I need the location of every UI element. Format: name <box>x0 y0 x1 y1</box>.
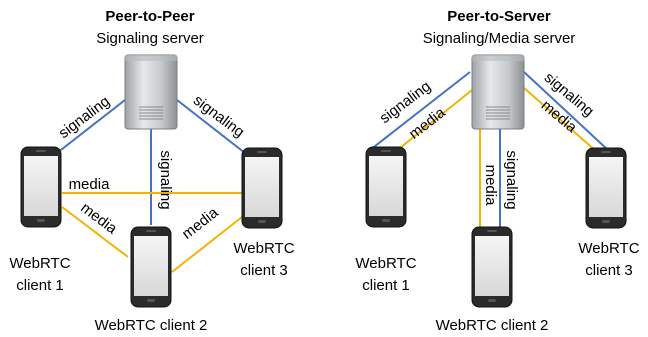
right-client1-phone-icon <box>365 146 407 228</box>
left-signaling-line-client3 <box>176 99 246 154</box>
right-client2-phone-icon <box>471 226 513 308</box>
right-client3-phone-icon <box>585 147 627 229</box>
left-client2-phone-icon <box>130 226 172 308</box>
left-signaling-label-2: signaling <box>157 150 174 209</box>
right-server-icon <box>471 54 525 130</box>
right-title: Peer-to-Server <box>447 8 551 25</box>
right-subtitle: Signaling/Media server <box>423 30 576 47</box>
left-subtitle: Signaling server <box>96 30 204 47</box>
right-signaling-line-client3 <box>523 71 609 151</box>
left-client3-label-line1: WebRTC <box>233 240 294 257</box>
left-client3-phone-icon <box>241 147 283 229</box>
left-client1-label-line1: WebRTC <box>9 255 70 272</box>
right-client1-label-line1: WebRTC <box>355 255 416 272</box>
right-client2-label: WebRTC client 2 <box>436 317 549 334</box>
left-client1-phone-icon <box>20 146 62 228</box>
right-client3-label-line2: client 3 <box>585 262 633 279</box>
right-media-line-client1 <box>394 89 473 153</box>
right-media-label-1: media <box>406 104 449 143</box>
left-signaling-line-client1 <box>56 99 126 154</box>
peer-to-peer-panel: Peer-to-Peer Signaling server signaling … <box>9 8 294 334</box>
left-server-icon <box>124 54 178 130</box>
left-signaling-label-1: signaling <box>56 93 114 142</box>
left-title: Peer-to-Peer <box>105 8 194 25</box>
right-signaling-line-client1 <box>369 71 471 151</box>
left-media-line-1-2 <box>61 206 129 258</box>
right-client1-label-line2: client 1 <box>362 277 410 294</box>
left-client1-label-line2: client 1 <box>16 277 64 294</box>
left-media-label-1-2: media <box>77 199 120 238</box>
left-client3-label-line2: client 3 <box>240 262 288 279</box>
left-media-line-2-3 <box>171 216 243 273</box>
peer-to-server-panel: Peer-to-Server Signaling/Media server si… <box>355 8 639 334</box>
right-media-label-2: media <box>482 165 499 207</box>
right-client3-label-line1: WebRTC <box>578 240 639 257</box>
left-client2-label: WebRTC client 2 <box>95 317 208 334</box>
left-media-label-1-3: media <box>69 176 111 193</box>
right-media-line-client3 <box>523 87 597 152</box>
right-signaling-label-2: signaling <box>503 150 520 209</box>
